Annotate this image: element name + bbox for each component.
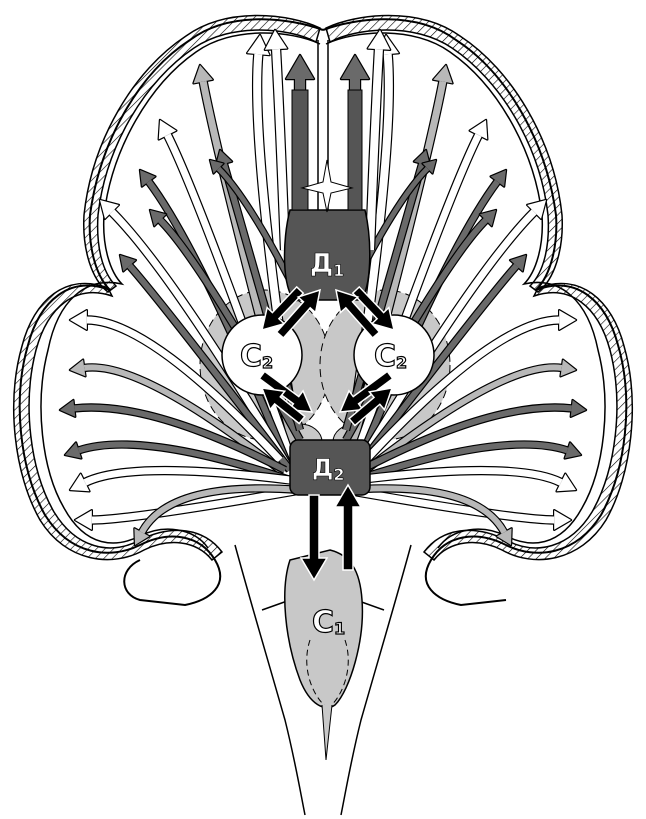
d1-star [302, 160, 352, 212]
c1-tail [322, 705, 332, 760]
